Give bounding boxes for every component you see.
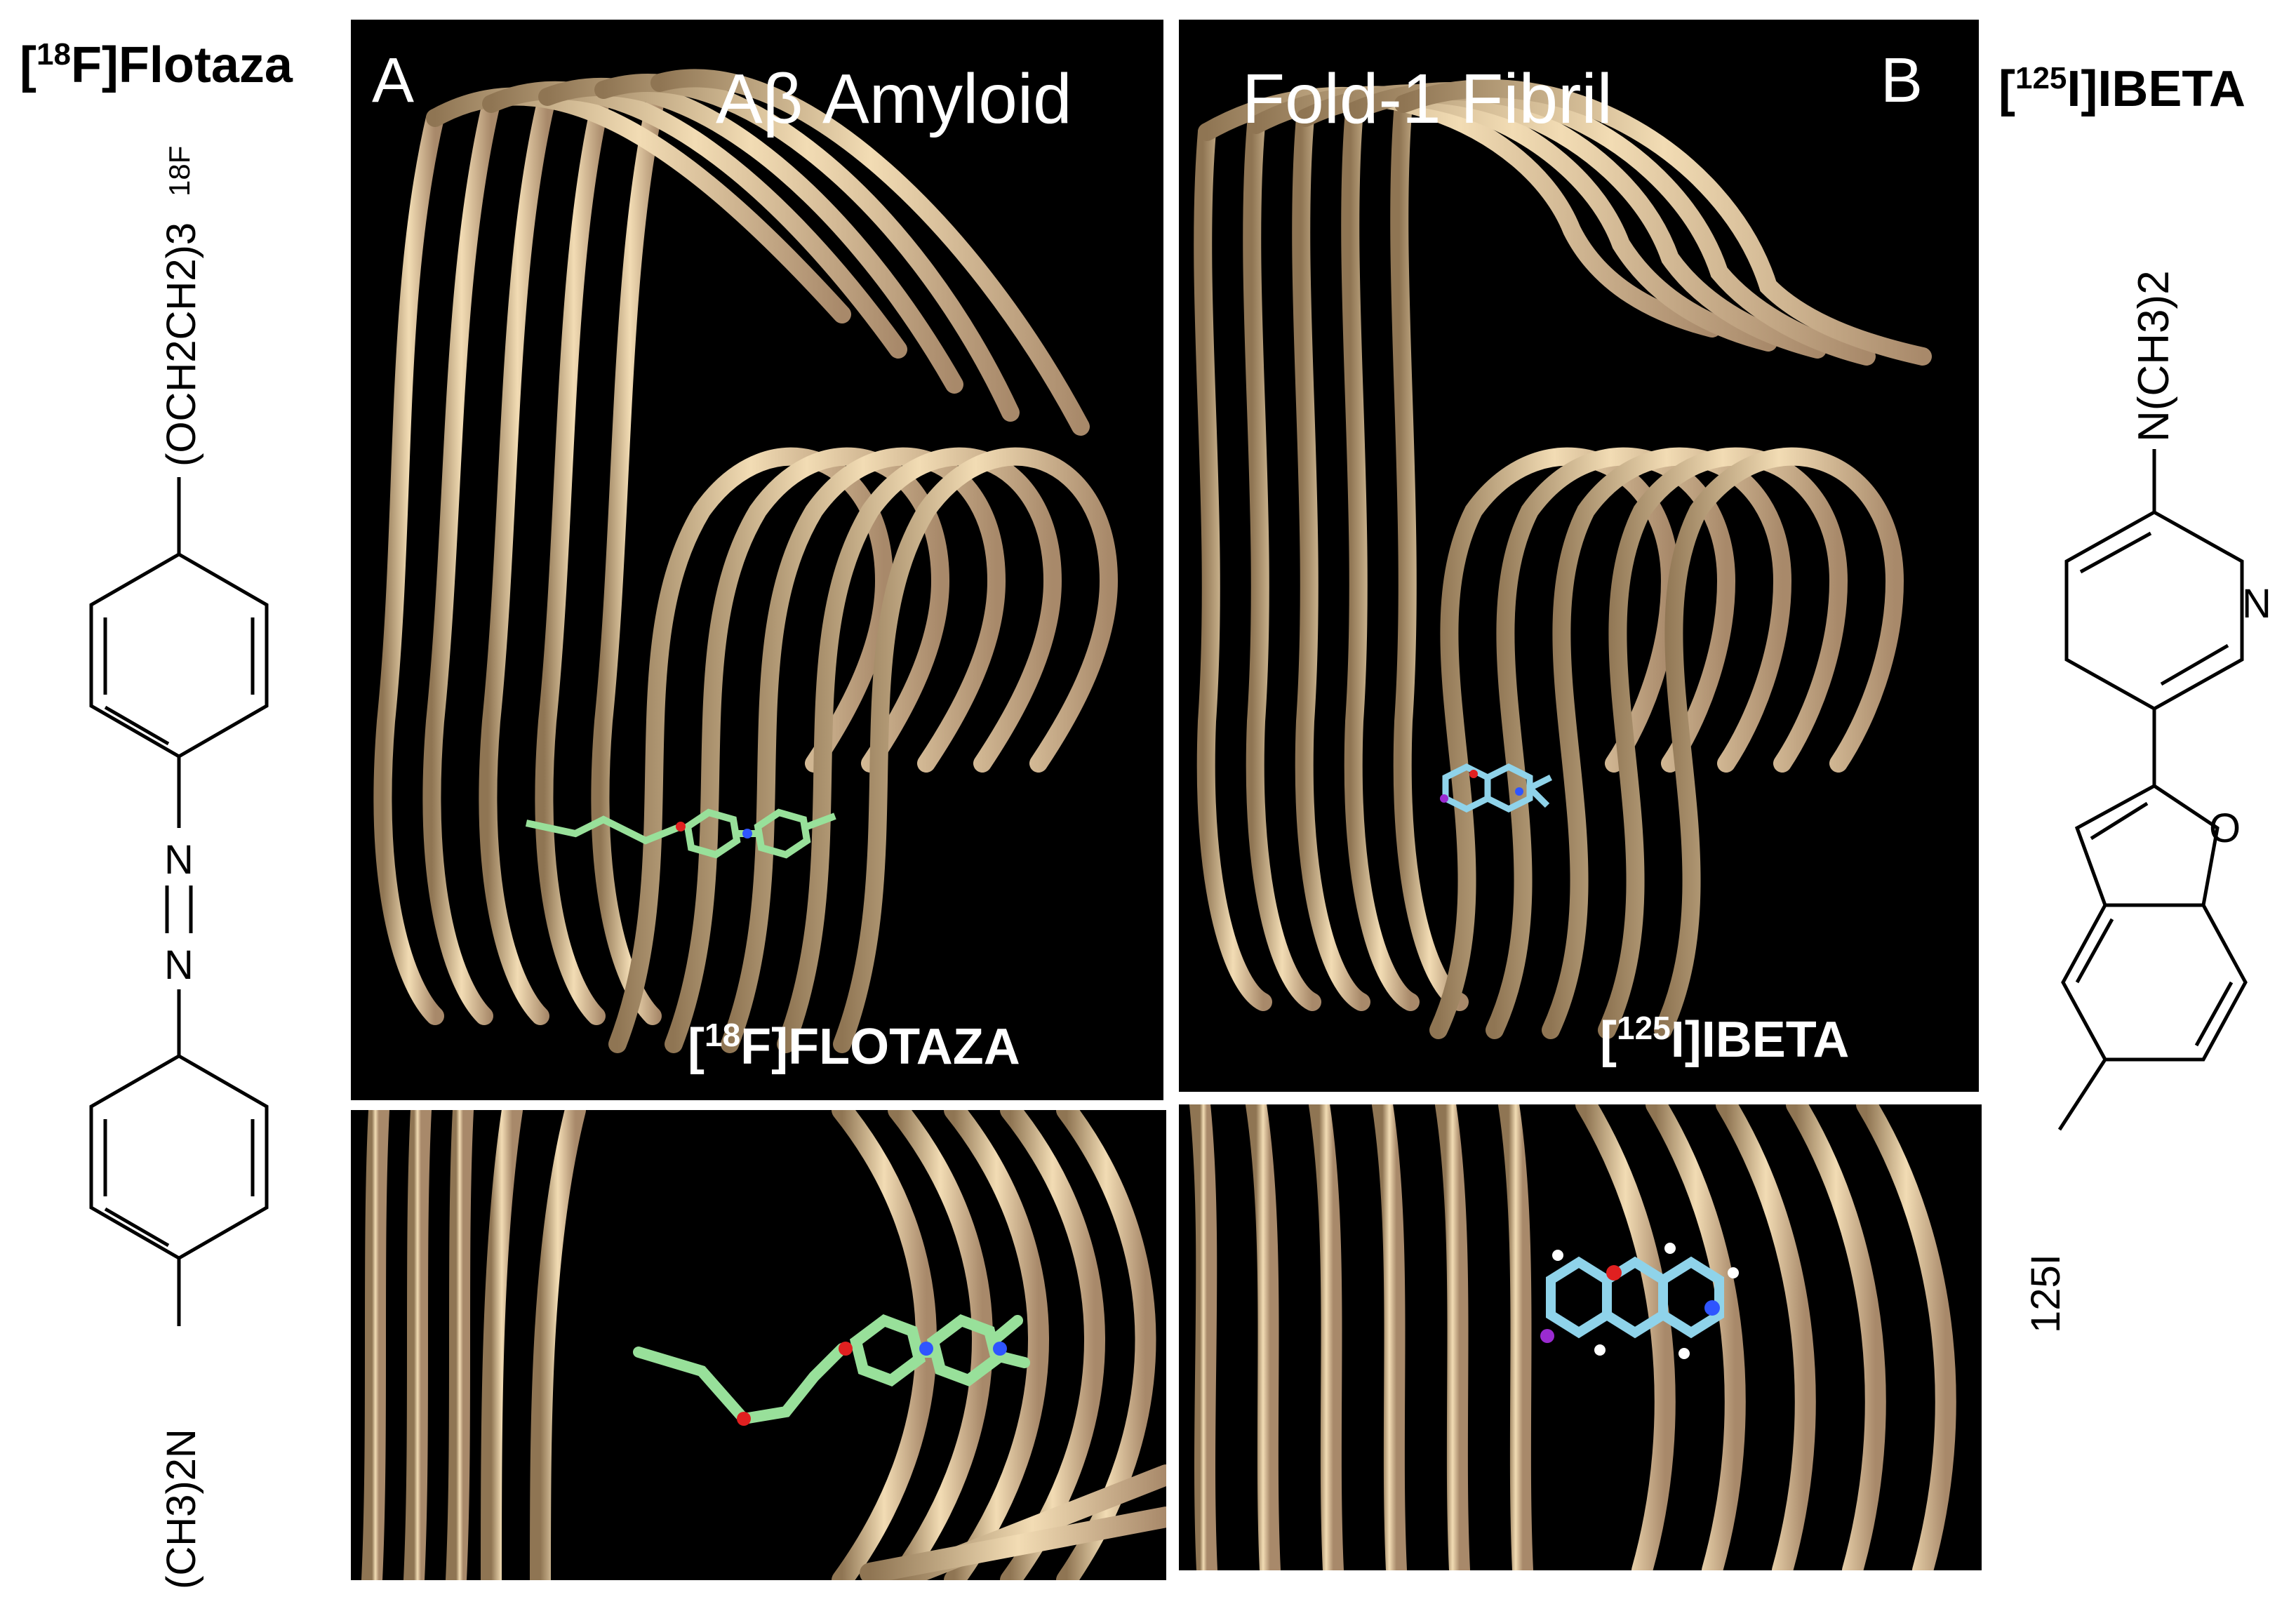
panel-b-title: Fold-1 Fibril xyxy=(1242,60,1613,138)
panel-a-title: Aβ Amyloid xyxy=(716,60,1072,138)
panel-a-main: A Aβ Amyloid [18F]FLOTAZA xyxy=(351,20,1163,1100)
flotaza-title: [18F]Flotaza xyxy=(20,37,293,93)
panel-a-letter: A xyxy=(372,46,415,116)
panel-b-zoom-ribbons xyxy=(1189,1104,1956,1570)
ibeta-ring-nitrogen: N xyxy=(2242,581,2271,627)
ibeta-iodine: 125I xyxy=(2023,1254,2069,1333)
panel-a-zoom-ribbons xyxy=(361,1110,1166,1580)
azo-n-upper: N xyxy=(164,837,194,883)
ibeta-title: [125I]IBETA xyxy=(1998,61,2246,117)
flotaza-structure: (OCH2CH2)3 18F N N (CH3)2N xyxy=(89,146,269,1589)
panel-b-letter: B xyxy=(1881,46,1923,116)
panel-b-zoom xyxy=(1179,1104,1982,1570)
panel-b-ribbons xyxy=(1194,79,1932,1039)
panel-a-ribbons xyxy=(373,69,1119,1053)
ibeta-amine: N(CH3)2 xyxy=(2130,270,2178,442)
flotaza-fluorine-label: 18F xyxy=(163,146,196,196)
panel-a-zoom xyxy=(351,1110,1166,1580)
panel-b-ligand-label: [125I]IBETA xyxy=(1600,1010,1850,1068)
panel-b-main: Fold-1 Fibril B [125I]IBETA xyxy=(1179,20,1979,1092)
ibeta-furan-oxygen: O xyxy=(2209,806,2241,851)
flotaza-top-substituent: (OCH2CH2)3 xyxy=(159,222,204,467)
flotaza-bottom-substituent: (CH3)2N xyxy=(159,1429,204,1589)
panel-a-ligand-label: [18F]FLOTAZA xyxy=(688,1017,1020,1075)
ibeta-structure: N(CH3)2 N O 125I xyxy=(2023,270,2271,1333)
azo-n-lower: N xyxy=(164,942,194,988)
